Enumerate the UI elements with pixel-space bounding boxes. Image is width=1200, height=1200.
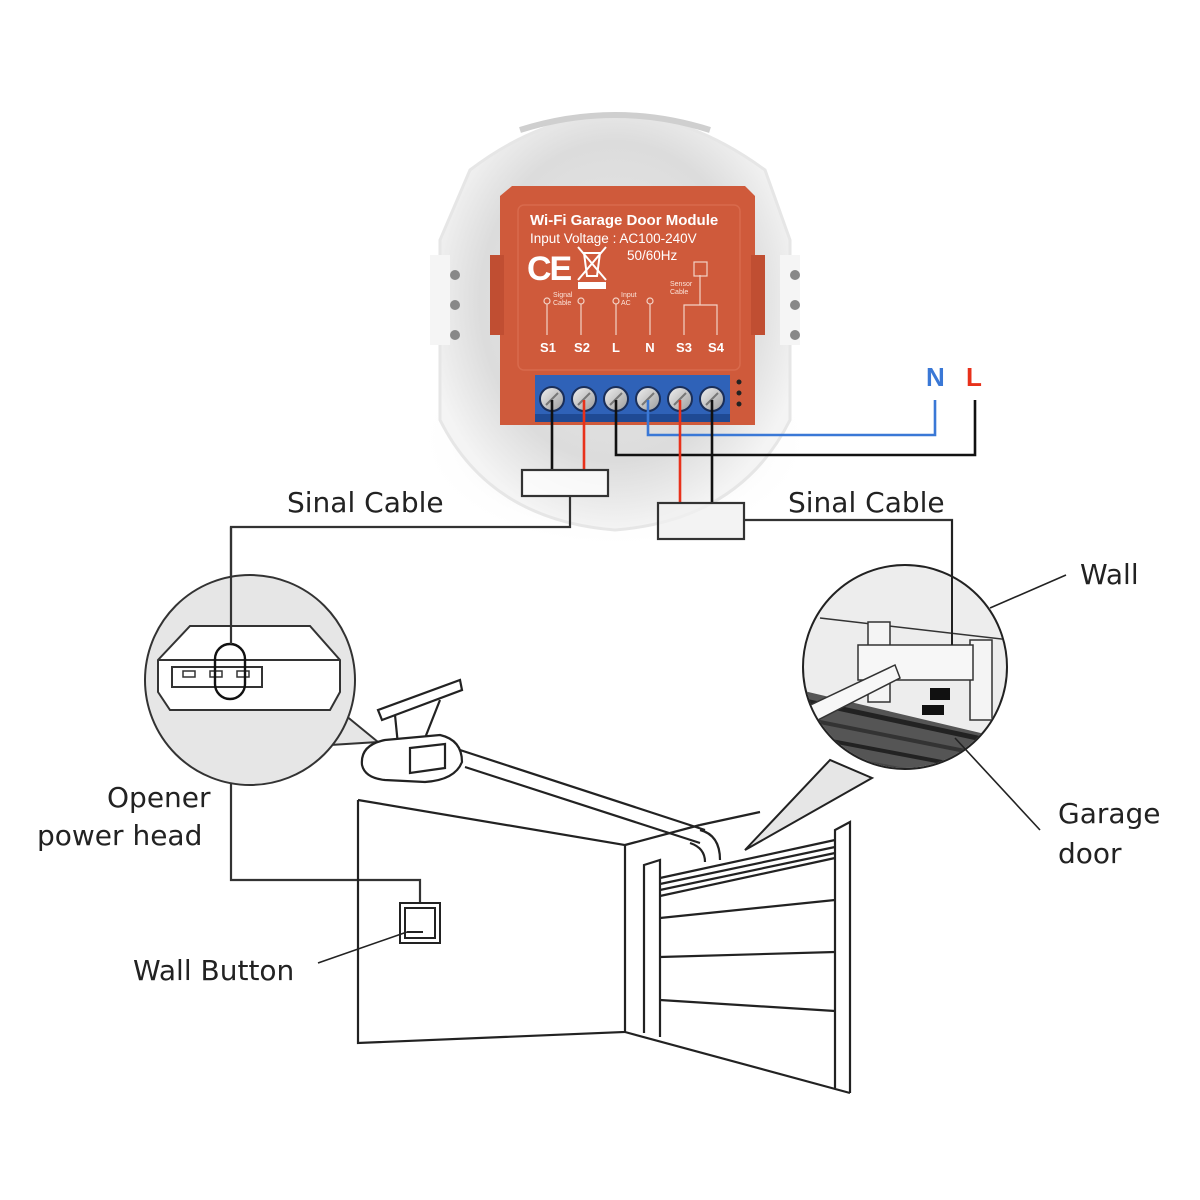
live-label: L bbox=[966, 362, 982, 392]
sensor-cable-small-label: Sensor Cable bbox=[670, 281, 693, 296]
input-ac-small-label: Input AC bbox=[621, 292, 637, 307]
terminal-label-s1: S1 bbox=[540, 340, 556, 355]
signal-cable-left-label: Sinal Cable bbox=[287, 486, 444, 519]
wall-label: Wall bbox=[1080, 558, 1139, 591]
weee-bin-icon bbox=[577, 246, 607, 289]
terminal-block bbox=[535, 375, 742, 422]
opener-label-line1: Opener bbox=[107, 781, 211, 814]
module-frequency: 50/60Hz bbox=[627, 248, 678, 263]
wall-leader bbox=[989, 574, 1067, 609]
screw-slot-icon bbox=[609, 392, 623, 406]
screw-slot-icon bbox=[545, 392, 559, 406]
garage-door-label-line2: door bbox=[1058, 837, 1122, 870]
terminal-label-l: L bbox=[612, 340, 620, 355]
screw-slot-icon bbox=[673, 392, 687, 406]
connector-left bbox=[520, 468, 610, 498]
terminal-label-s4: S4 bbox=[708, 340, 724, 355]
wall-button-label: Wall Button bbox=[133, 954, 295, 987]
connector-right bbox=[656, 501, 746, 541]
wire-l bbox=[614, 400, 977, 457]
mounting-hole-icon bbox=[450, 270, 460, 280]
wall-button-icon[interactable] bbox=[399, 902, 441, 944]
screw-slot-icon bbox=[705, 392, 719, 406]
terminal-label-n: N bbox=[645, 340, 655, 355]
wall-button-leader bbox=[317, 931, 408, 964]
opener-label-line2: power head bbox=[37, 819, 203, 852]
screw-slot-icon bbox=[577, 392, 591, 406]
module-input-voltage: Input Voltage : AC100-240V bbox=[530, 231, 697, 246]
garage-door-leader bbox=[954, 737, 1041, 831]
terminal-label-s3: S3 bbox=[676, 340, 692, 355]
wires bbox=[550, 400, 977, 503]
signal-cable-small-label: Signal Cable bbox=[553, 292, 573, 307]
garage-door-label-line1: Garage bbox=[1058, 797, 1161, 830]
opener-zoom-callout bbox=[144, 527, 381, 786]
opener-power-head-icon bbox=[360, 678, 464, 784]
module-title: Wi-Fi Garage Door Module bbox=[530, 212, 719, 229]
module-body bbox=[490, 186, 765, 425]
garage-room bbox=[356, 748, 852, 1095]
neutral-label: N bbox=[926, 362, 945, 392]
screw-slot-icon bbox=[641, 392, 655, 406]
sensor-zoom-callout bbox=[744, 520, 1008, 851]
ce-mark-icon: CE bbox=[527, 250, 572, 288]
wire-n bbox=[646, 400, 937, 437]
terminal-label-s2: S2 bbox=[574, 340, 590, 355]
signal-cable-right-label: Sinal Cable bbox=[788, 486, 945, 519]
